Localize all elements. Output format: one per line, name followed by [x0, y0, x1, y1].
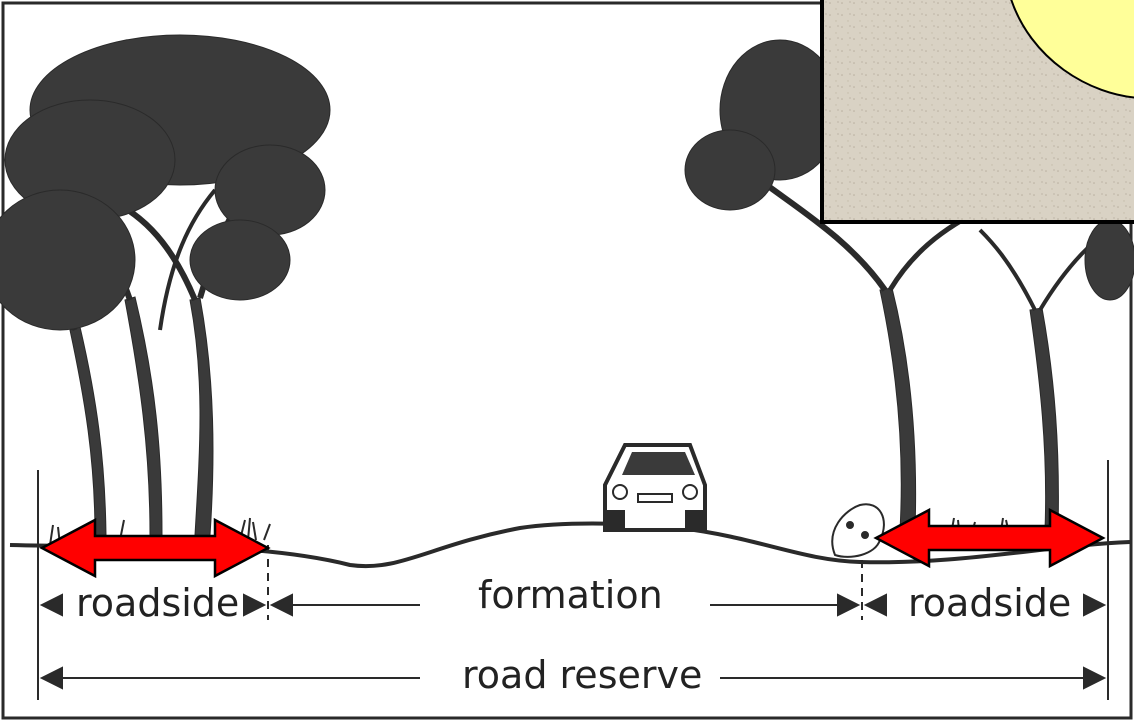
double-headed-arrow-icon	[39, 517, 271, 579]
inset-panel	[820, 0, 1134, 224]
roadside-right-label: roadside	[908, 581, 1071, 625]
road-reserve-label: road reserve	[462, 653, 702, 697]
left-trees	[0, 34, 331, 536]
roadside-left-label: roadside	[76, 581, 239, 625]
boundary-lines	[37, 460, 1109, 700]
right-trees	[684, 39, 1134, 531]
car-icon	[603, 443, 707, 532]
shrub	[831, 503, 885, 558]
sun-icon	[1010, 0, 1134, 99]
double-headed-arrow-icon	[873, 507, 1106, 569]
formation-label: formation	[478, 573, 663, 617]
dimension-arrows	[39, 593, 1107, 690]
